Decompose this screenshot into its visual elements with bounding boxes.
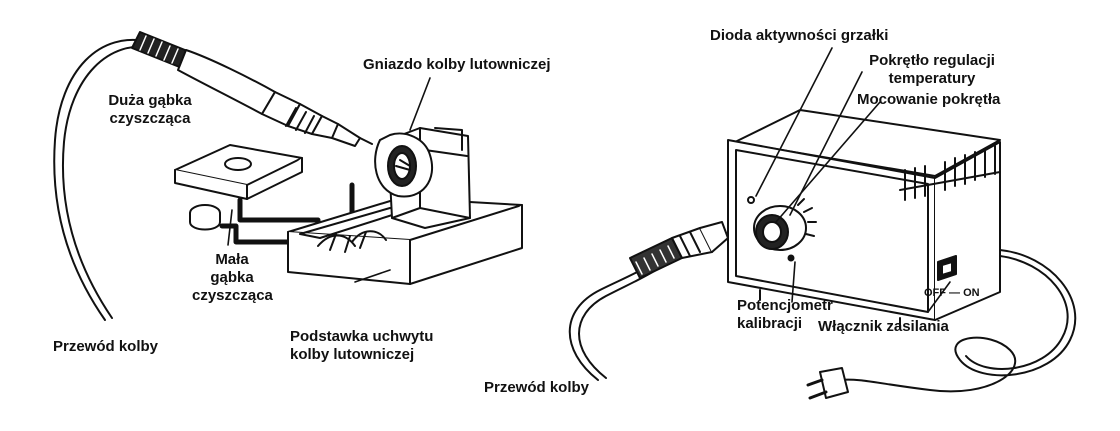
label-temp-knob: Pokrętło regulacji temperatury <box>869 52 995 87</box>
station-body-drawing <box>727 109 1001 329</box>
leader-lines <box>227 47 951 313</box>
label-iron-socket: Gniazdo kolby lutowniczej <box>363 56 551 73</box>
soldering-iron-drawing <box>131 31 373 147</box>
iron-plug-drawing <box>629 221 729 279</box>
label-power-switch: Włącznik zasilania <box>818 318 949 335</box>
switch-marks: OFF — ON <box>924 287 980 299</box>
iron-cable-left-drawing <box>53 38 157 321</box>
iron-socket-drawing <box>374 127 471 229</box>
label-big-sponge: Duża gąbka czyszcząca <box>108 92 192 127</box>
label-heater-led: Dioda aktywności grzałki <box>710 27 889 44</box>
label-holder-base: Podstawka uchwytu kolby lutowniczej <box>290 328 434 363</box>
label-iron-cable-left: Przewód kolby <box>53 338 159 355</box>
small-sponge-drawing <box>189 204 221 231</box>
label-small-sponge: Mała gąbka czyszcząca <box>192 251 273 304</box>
mains-cable-drawing <box>806 249 1077 400</box>
iron-cable-right-drawing <box>568 261 660 381</box>
label-calib-pot: Potencjometr kalibracji <box>737 297 833 332</box>
label-iron-cable-right: Przewód kolby <box>484 379 590 396</box>
label-knob-mount: Mocowanie pokrętła <box>857 91 1001 108</box>
big-sponge-drawing <box>174 144 303 200</box>
